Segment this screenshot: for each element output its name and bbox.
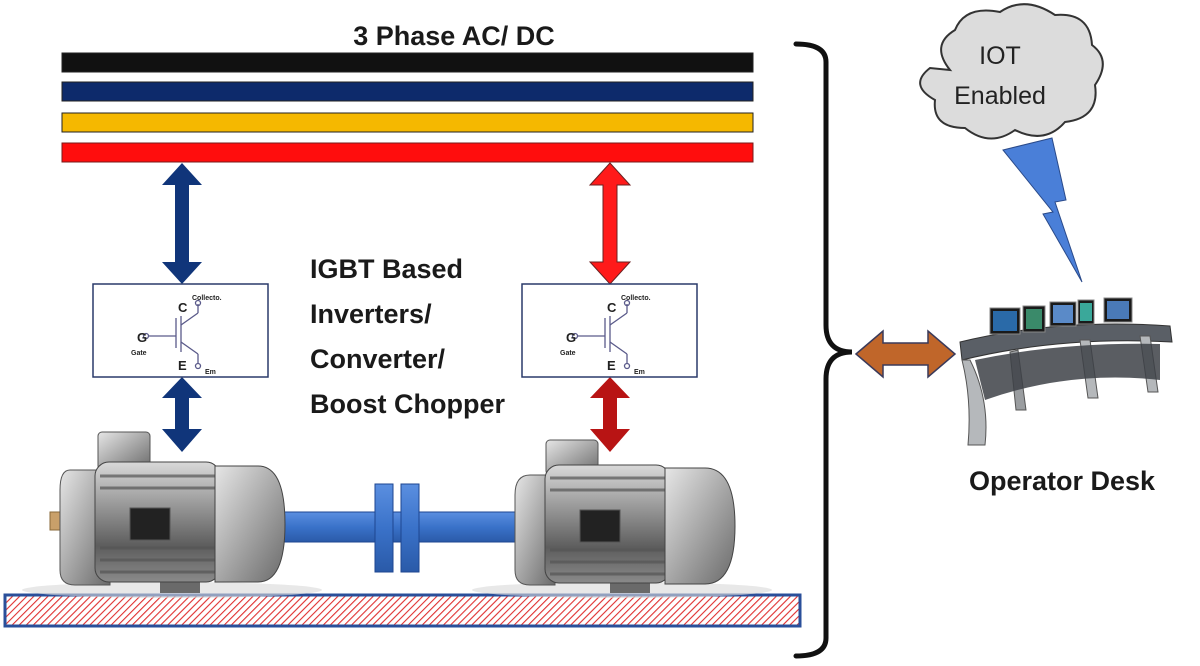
cloud-line-1: IOT (979, 42, 1021, 70)
desk-label: Operator Desk (969, 466, 1156, 496)
converter-line-3: Converter/ (310, 344, 446, 374)
igbt-box-right: C Collecto. G Gate E Em (521, 283, 698, 378)
igbt-left-c: C (178, 300, 188, 315)
bus-bar-red (61, 142, 754, 163)
bus-bar-black (61, 52, 754, 73)
igbt-left-gate: Gate (131, 350, 147, 357)
left-upper-arrow (162, 163, 202, 284)
cloud-line-2: Enabled (954, 82, 1046, 110)
bus-bar-navy (61, 81, 754, 102)
converter-line-2: Inverters/ (310, 299, 432, 329)
lightning-icon (1002, 137, 1083, 283)
base-plate (3, 593, 802, 628)
desk-link-arrow (854, 329, 957, 379)
igbt-left-emitter: Em (205, 369, 216, 376)
coupling-left (374, 483, 394, 573)
motor-left (22, 431, 322, 598)
igbt-left-e: E (178, 358, 187, 373)
igbt-left-g: G (137, 330, 147, 345)
igbt-box-left: C Collecto. G Gate E Em (92, 283, 269, 378)
iot-cloud: IOT Enabled (919, 3, 1104, 140)
igbt-right-c: C (607, 300, 617, 315)
operator-desk (959, 297, 1173, 446)
igbt-right-collector: Collecto. (621, 295, 651, 302)
shaft-coupling (277, 483, 525, 573)
system-bracket (793, 41, 853, 659)
igbt-right-g: G (566, 330, 576, 345)
bus-bars (61, 52, 754, 163)
igbt-left-collector: Collecto. (192, 295, 222, 302)
bus-title: 3 Phase AC/ DC (353, 21, 555, 51)
converter-line-1: IGBT Based (310, 254, 463, 284)
igbt-right-gate: Gate (560, 350, 576, 357)
coupling-right (400, 483, 420, 573)
left-lower-arrow (162, 377, 202, 452)
motor-right (472, 439, 772, 598)
bus-bar-yellow (61, 112, 754, 133)
converter-line-4: Boost Chopper (310, 389, 505, 419)
right-lower-arrow (590, 377, 630, 452)
right-upper-arrow (588, 162, 632, 285)
igbt-right-emitter: Em (634, 369, 645, 376)
igbt-right-e: E (607, 358, 616, 373)
converter-label: IGBT Based Inverters/ Converter/ Boost C… (310, 254, 505, 419)
